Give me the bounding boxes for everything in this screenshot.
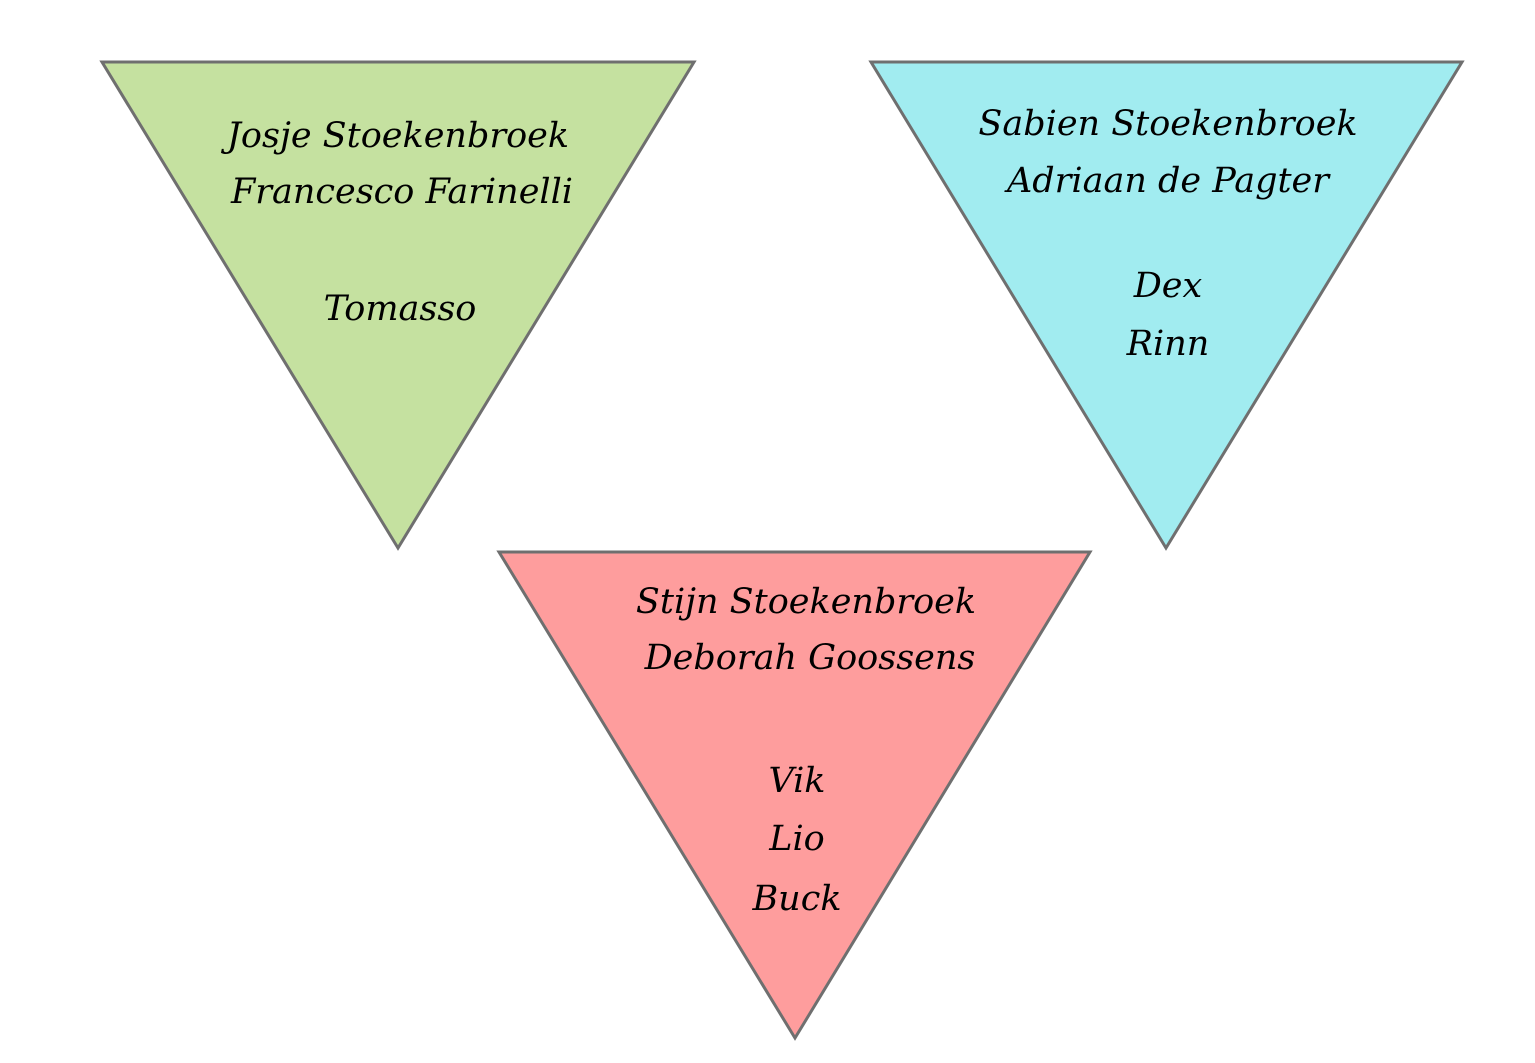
pennant-shape-red (496, 550, 1093, 1041)
family-pennant-green: Josje Stoekenbroek Francesco Farinelli T… (99, 60, 697, 551)
child-name: Tomasso (324, 289, 477, 329)
parent-name-2: Francesco Farinelli (230, 172, 573, 212)
child-name: Vik (768, 761, 825, 801)
pennant-shape-cyan (868, 60, 1465, 551)
parent-name-2: Deborah Goossens (644, 638, 976, 678)
parent-name-2: Adriaan de Pagter (1004, 161, 1331, 201)
child-name: Buck (751, 879, 841, 919)
family-pennant-cyan: Sabien Stoekenbroek Adriaan de Pagter De… (868, 60, 1465, 551)
family-pennant-red: Stijn Stoekenbroek Deborah Goossens Vik … (496, 550, 1093, 1041)
pennant-shape-green (99, 60, 697, 551)
child-name: Dex (1133, 266, 1203, 306)
parent-name-1: Stijn Stoekenbroek (636, 582, 976, 622)
parent-name-1: Sabien Stoekenbroek (978, 104, 1357, 144)
child-name: Rinn (1126, 324, 1210, 364)
parent-name-1: Josje Stoekenbroek (221, 116, 569, 156)
child-name: Lio (768, 819, 825, 859)
